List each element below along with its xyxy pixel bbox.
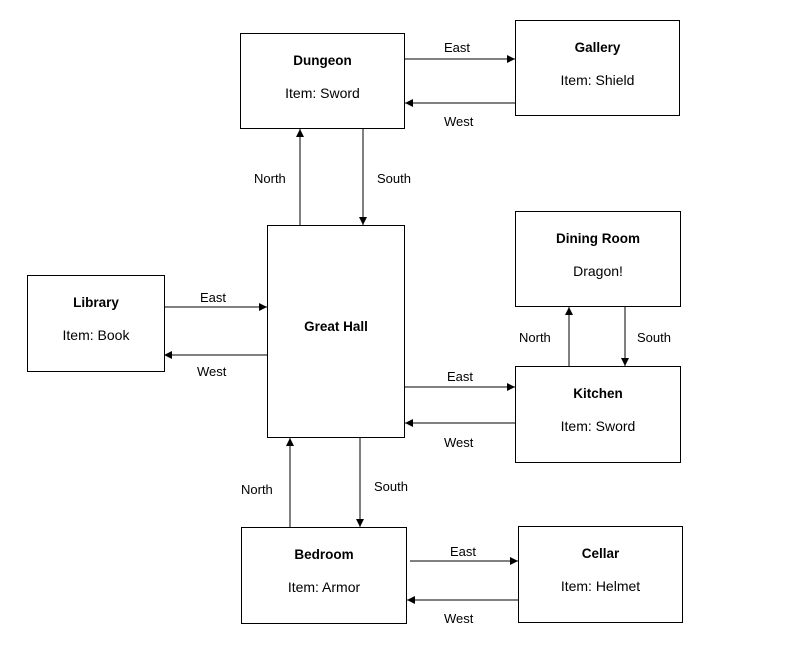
room-great-hall-name: Great Hall [304, 319, 368, 334]
label-kitchen-dining-north: North [519, 330, 551, 345]
room-dining-room-detail: Dragon! [573, 263, 623, 279]
room-bedroom: Bedroom Item: Armor [241, 527, 407, 624]
label-hall-library-west: West [197, 364, 227, 379]
label-cellar-bedroom-west: West [444, 611, 474, 626]
room-dungeon-detail: Item: Sword [285, 85, 360, 101]
room-kitchen: Kitchen Item: Sword [515, 366, 681, 463]
label-library-hall-east: East [200, 290, 227, 305]
room-dining-room: Dining Room Dragon! [515, 211, 681, 307]
label-dining-kitchen-south: South [637, 330, 671, 345]
room-cellar: Cellar Item: Helmet [518, 526, 683, 623]
label-bedroom-hall-north: North [241, 482, 273, 497]
room-dungeon-name: Dungeon [293, 53, 352, 68]
room-gallery: Gallery Item: Shield [515, 20, 680, 116]
label-hall-dungeon-north: North [254, 171, 286, 186]
label-gallery-dungeon-west: West [444, 114, 474, 129]
room-kitchen-name: Kitchen [573, 386, 623, 401]
room-cellar-name: Cellar [581, 546, 620, 561]
room-gallery-name: Gallery [574, 40, 621, 55]
room-gallery-detail: Item: Shield [560, 72, 635, 88]
room-bedroom-detail: Item: Armor [287, 579, 361, 595]
room-cellar-detail: Item: Helmet [560, 578, 641, 594]
room-dungeon: Dungeon Item: Sword [240, 33, 405, 129]
room-library-detail: Item: Book [62, 327, 130, 343]
label-dungeon-hall-south: South [377, 171, 411, 186]
room-bedroom-name: Bedroom [294, 547, 354, 562]
room-kitchen-detail: Item: Sword [560, 418, 636, 434]
label-hall-kitchen-east: East [447, 369, 474, 384]
label-kitchen-hall-west: West [444, 435, 474, 450]
room-great-hall: Great Hall [267, 225, 405, 438]
label-dungeon-gallery-east: East [444, 40, 471, 55]
room-library-name: Library [73, 295, 119, 310]
room-library: Library Item: Book [27, 275, 165, 372]
label-bedroom-cellar-east: East [450, 544, 477, 559]
room-dining-room-name: Dining Room [556, 231, 640, 246]
label-hall-bedroom-south: South [374, 479, 408, 494]
